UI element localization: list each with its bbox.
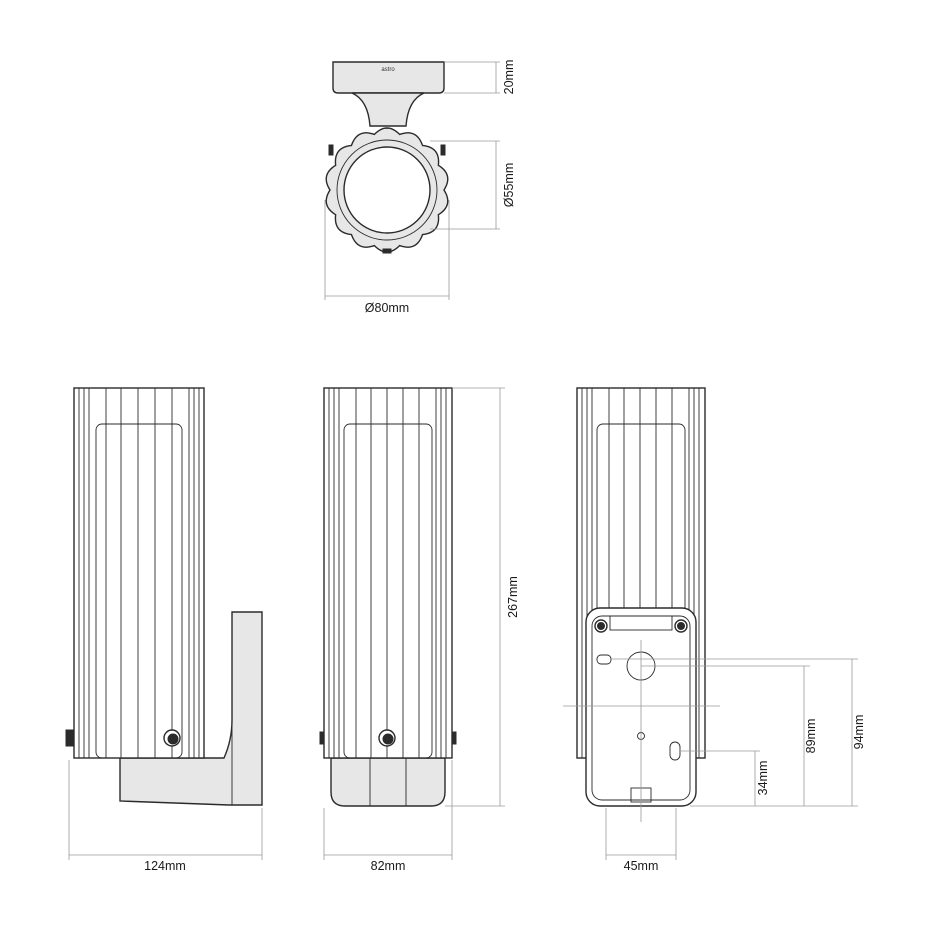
- side-body: [73, 387, 205, 759]
- top-view: astro 20mm Ø55mm Ø80mm: [324, 60, 516, 315]
- back-screw-right: [674, 619, 688, 633]
- label-34mm: 34mm: [756, 761, 770, 796]
- label-45mm: 45mm: [624, 859, 659, 873]
- side-view: 124mm: [65, 387, 263, 873]
- back-slot-top: [596, 654, 612, 665]
- label-94mm: 94mm: [852, 715, 866, 750]
- top-lens-opening: [343, 146, 431, 234]
- back-screw-left: [594, 619, 608, 633]
- top-mount-arm: [351, 92, 425, 127]
- back-flutes: [581, 388, 700, 758]
- top-side-knob-right: [440, 144, 446, 156]
- front-body: [323, 387, 453, 759]
- top-mount-plate: [332, 61, 445, 94]
- brand-logo: astro: [381, 67, 395, 73]
- label-55mm: Ø55mm: [502, 163, 516, 207]
- back-view: 34mm 89mm 94mm 45mm: [563, 387, 866, 873]
- front-recessed-panel: [343, 423, 433, 759]
- front-bracket: [330, 757, 446, 807]
- top-side-knob-left: [328, 144, 334, 156]
- label-124mm: 124mm: [144, 859, 186, 873]
- front-flutes: [328, 388, 447, 758]
- label-89mm: 89mm: [804, 719, 818, 754]
- top-inner-ring: [336, 139, 438, 241]
- top-bottom-knob: [382, 248, 392, 254]
- label-20mm: 20mm: [502, 60, 516, 95]
- label-82mm: 82mm: [371, 859, 406, 873]
- label-267mm: 267mm: [506, 576, 520, 618]
- label-80mm: Ø80mm: [365, 301, 409, 315]
- front-view: 267mm 82mm: [319, 387, 520, 873]
- side-cable-gland: [65, 729, 75, 747]
- side-flutes: [78, 388, 200, 758]
- side-recessed-panel: [95, 423, 183, 759]
